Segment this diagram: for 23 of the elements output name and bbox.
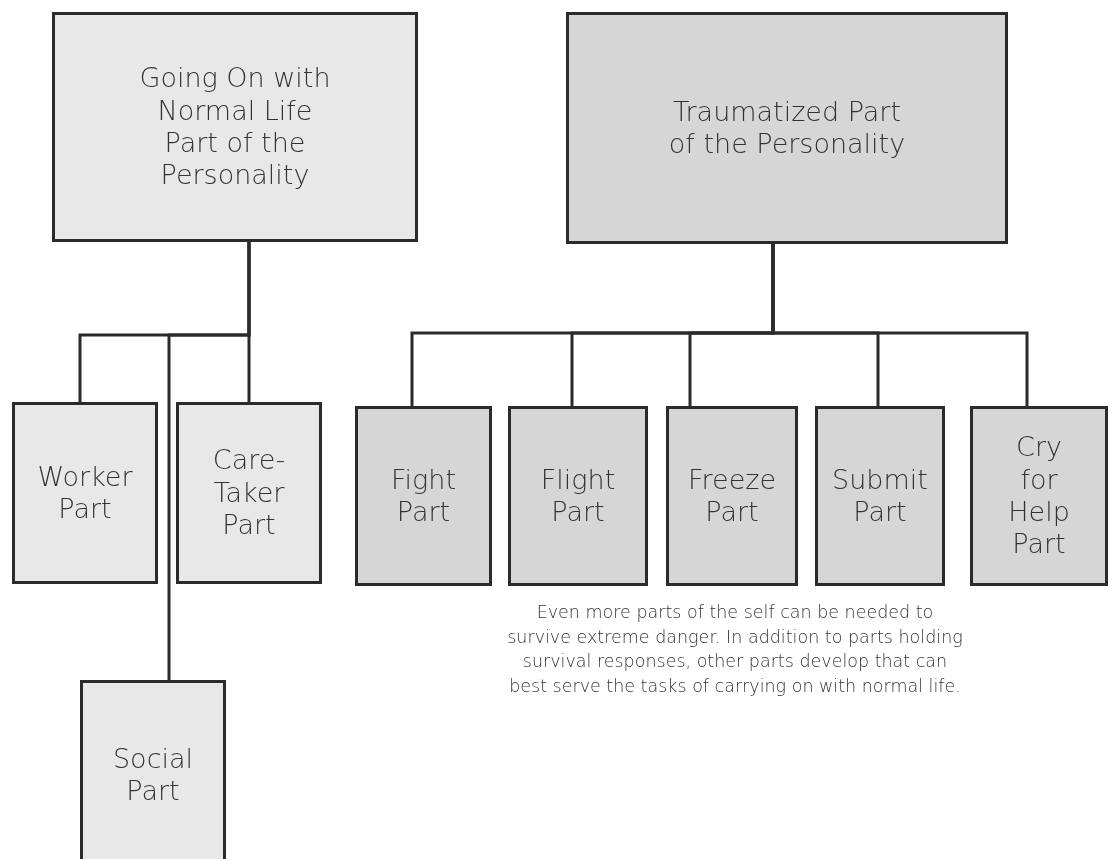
caption-text: Even more parts of the self can be needed to survive extreme danger. In addition to parts holding survival responses, other parts develop that can best serve the tasks of carrying on with normal life. (506, 601, 964, 698)
connector-line (771, 244, 1029, 406)
node-label: Social Part (111, 742, 195, 808)
part-box (355, 406, 492, 586)
part-box (815, 406, 945, 586)
node-label: Care-Taker Part (211, 444, 287, 542)
group-box (52, 12, 418, 242)
part-box (12, 402, 158, 584)
part-box (80, 680, 226, 859)
connector-line (167, 242, 251, 680)
node-label: Fight Part (390, 463, 457, 529)
part-box (176, 402, 322, 584)
node-label: Cry for Help Part (1007, 431, 1071, 561)
node-label: Freeze Part (686, 463, 778, 529)
group-box (566, 12, 1008, 244)
node-label: Submit Part (831, 463, 929, 529)
part-box (508, 406, 648, 586)
part-box (970, 406, 1108, 586)
node-label: Going On with Normal Life Part of the Personality (138, 62, 332, 192)
node-label: Traumatized Part of the Personality (667, 95, 907, 161)
node-label: Flight Part (539, 463, 617, 529)
part-box (666, 406, 798, 586)
node-label: Worker Part (36, 460, 134, 526)
